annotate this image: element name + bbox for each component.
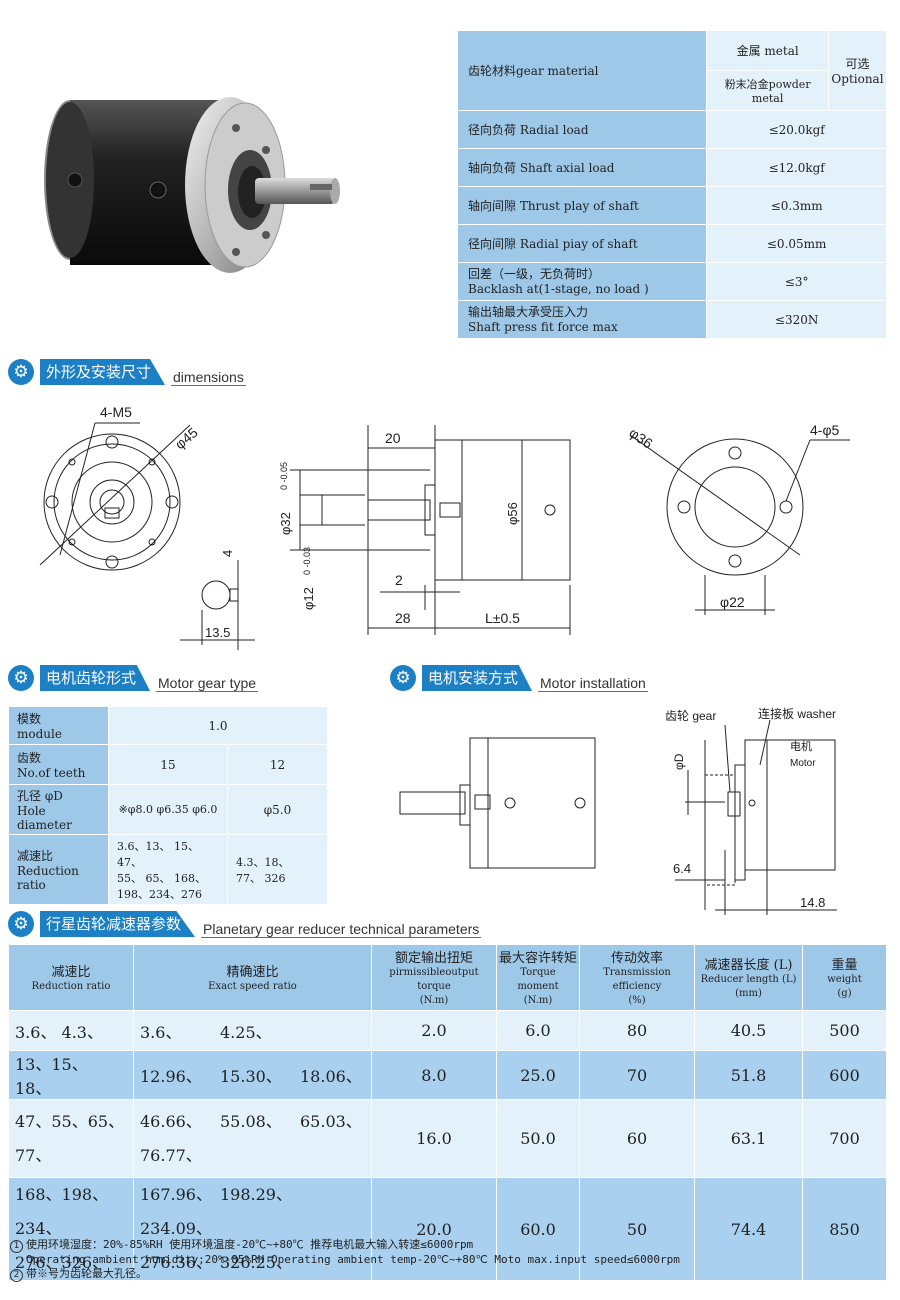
table-row: 3.6、 4.3、 3.6、4.25、 2.0 6.0 80 40.5 500 xyxy=(8,1010,887,1051)
params-header: ⚙ 行星齿轮减速器参数 Planetary gear reducer techn… xyxy=(8,910,482,938)
label-13-5: 13.5 xyxy=(205,625,230,640)
gear-icon: ⚙ xyxy=(8,665,34,691)
gear-icon: ⚙ xyxy=(390,665,416,691)
table-row: 168、198、234、 276、326、 167.96、198.29、234.… xyxy=(8,1177,887,1281)
spec-row: 输出轴最大承受压入力 Shaft press fit force max≤320… xyxy=(456,300,887,339)
motor-install-header: ⚙ 电机安装方式 Motor installation xyxy=(390,664,648,692)
label-2: 2 xyxy=(395,572,403,588)
label-4-phi5: 4-φ5 xyxy=(810,422,840,438)
label-phi32-tol: 0 -0.05 xyxy=(279,462,289,490)
label-20: 20 xyxy=(385,430,401,446)
gear-icon: ⚙ xyxy=(8,359,34,385)
label-phi45: φ45 xyxy=(172,424,201,452)
table-row: 13、15、 18、 12.96、15.30、18.06、 8.0 25.0 7… xyxy=(8,1050,887,1100)
label-washer: 连接板 washer xyxy=(758,706,836,721)
dimensions-header: ⚙ 外形及安装尺寸 dimensions xyxy=(8,358,246,386)
spec-row: 径向负荷 Radial load≤20.0kgf xyxy=(456,110,887,149)
note-1-cn: 使用环境湿度：20%-85%RH 使用环境温度-20℃~+80℃ 推荐电机最大输… xyxy=(26,1238,474,1251)
label-4-m5: 4-M5 xyxy=(100,404,132,420)
label-4: 4 xyxy=(220,550,235,557)
label-phi22: φ22 xyxy=(720,594,745,610)
label-phiD: φD xyxy=(672,753,686,770)
gear-icon: ⚙ xyxy=(8,911,34,937)
label-phi12-tol: 0 -0.03 xyxy=(302,547,312,575)
label-phi56: φ56 xyxy=(505,502,520,525)
motor-gear-header: ⚙ 电机齿轮形式 Motor gear type xyxy=(8,664,259,692)
label-phi36: φ36 xyxy=(626,424,656,451)
header-length: 减速器长度 (L)Reducer length (L) (mm) xyxy=(694,944,803,1011)
motor-gear-table: 模数 module 1.0 齿数 No.of teeth 15 12 孔径 φD… xyxy=(8,706,328,905)
table-row: 47、55、65、 77、 46.66、55.08、65.03、76.77、 1… xyxy=(8,1099,887,1178)
label-gear: 齿轮 gear xyxy=(665,709,716,723)
label-phi32: φ32 xyxy=(278,512,293,535)
spec-row: 轴向间隙 Thrust play of shaft≤0.3mm xyxy=(456,186,887,225)
label-14-8: 14.8 xyxy=(800,895,825,910)
svg-text:Motor: Motor xyxy=(790,758,816,769)
spec-row: 回差（一级，无负荷时） Backlash at(1-stage, no load… xyxy=(456,262,887,301)
note-2: 带※号为齿轮最大孔径。 xyxy=(26,1267,147,1280)
spec-table: 齿轮材料gear material 金属 metal 可选 Optional 粉… xyxy=(456,30,888,339)
label-l-tol: L±0.5 xyxy=(485,610,520,626)
gear-material-label: 齿轮材料gear material xyxy=(456,30,708,111)
dimension-drawing: 4-M5 φ45 13.5 4 20 φ32 0 -0.05 φ12 0 -0.… xyxy=(39,404,850,650)
label-motor: 电机 xyxy=(790,739,812,753)
optional-label: 可选 Optional xyxy=(827,30,888,111)
metal-label: 金属 metal xyxy=(706,30,829,71)
powder-metal-label: 粉末冶金powder metal xyxy=(706,70,829,111)
label-phi12: φ12 xyxy=(301,587,316,610)
install-drawing: 齿轮 gear 连接板 washer 电机 Motor φD 6.4 14.8 xyxy=(399,706,837,915)
note-1-en: Operating ambient humidity;20%-85%RH Ope… xyxy=(26,1253,680,1266)
label-28: 28 xyxy=(395,610,411,626)
spec-row: 轴向负荷 Shaft axial load≤12.0kgf xyxy=(456,148,887,187)
label-6-4: 6.4 xyxy=(673,861,691,876)
spec-row: 径向间隙 Radial piay of shaft≤0.05mm xyxy=(456,224,887,263)
product-photo xyxy=(44,97,340,273)
